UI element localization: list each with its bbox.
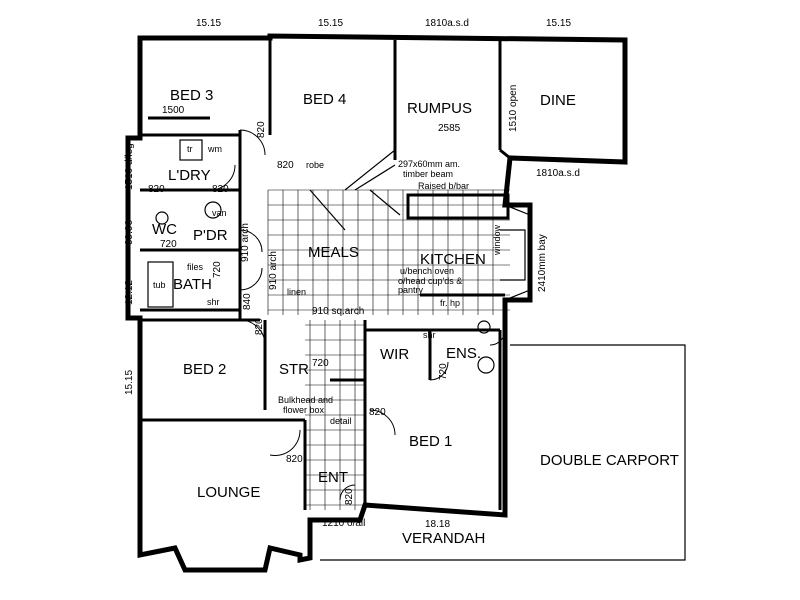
dim-720-b: 720 xyxy=(212,261,223,278)
room-label-bed3: BED 3 xyxy=(170,87,213,104)
room-label-bed2: BED 2 xyxy=(183,361,226,378)
dim-arch-910-sq: 910 sq.arch xyxy=(312,306,364,317)
bay-window xyxy=(500,204,531,301)
room-label-kitchen: KITCHEN xyxy=(420,251,486,268)
dim-left-4: 15.15 xyxy=(124,370,135,395)
dim-820-g: 820 xyxy=(286,454,303,465)
note-window: window xyxy=(492,224,502,256)
dim-arch-910: 910 arch xyxy=(240,223,251,262)
room-label-ens: ENS. xyxy=(446,345,481,362)
dim-top-4: 15.15 xyxy=(546,18,571,29)
dim-820-f: 820 xyxy=(369,407,386,418)
dim-left-3: 12.12 xyxy=(124,280,135,305)
room-label-carport: DOUBLE CARPORT xyxy=(540,452,679,469)
dim-left-1: 1510 d/leg xyxy=(124,143,135,190)
dim-2585: 2585 xyxy=(438,123,461,134)
dim-bottom-1: 18.18 xyxy=(425,519,450,530)
note-files: files xyxy=(187,262,204,272)
dim-820-c: 820 xyxy=(148,184,165,195)
interior-walls xyxy=(140,38,511,510)
room-label-bed1: BED 1 xyxy=(409,433,452,450)
room-label-wc: WC xyxy=(152,221,177,238)
dim-bay: 2410mm bay xyxy=(537,234,548,292)
room-label-dine: DINE xyxy=(540,92,576,109)
exterior-wall xyxy=(125,33,628,573)
room-label-pdr: P'DR xyxy=(193,227,228,244)
door-swings xyxy=(209,129,506,501)
note-robe: robe xyxy=(306,160,324,170)
room-label-meals: MEALS xyxy=(308,244,359,261)
fixtures xyxy=(147,139,495,374)
note-tr: tr xyxy=(187,144,193,154)
note-bulk-2: flower box xyxy=(283,405,325,415)
note-van: van xyxy=(212,208,227,218)
room-label-ldry: L'DRY xyxy=(168,167,211,184)
dim-open: 1510 open xyxy=(508,85,519,132)
note-shr-1: shr xyxy=(207,297,220,307)
dim-top-1: 15.15 xyxy=(196,18,221,29)
dim-top-2: 15.15 xyxy=(318,18,343,29)
note-shr-2: shr xyxy=(423,330,436,340)
note-bench-1: u/bench oven xyxy=(400,266,454,276)
dim-820-e: 820 xyxy=(254,318,265,335)
note-bulk-3: detail xyxy=(330,416,352,426)
stair-lines xyxy=(309,149,401,231)
note-raised: Raised b/bar xyxy=(418,181,469,191)
room-label-bath: BATH xyxy=(173,276,212,293)
note-beam-2: timber beam xyxy=(403,169,453,179)
note-pantry: pantry xyxy=(398,285,424,295)
room-label-bed4: BED 4 xyxy=(303,91,346,108)
dim-840: 840 xyxy=(242,293,253,310)
dim-1810-b: 1810a.s.d xyxy=(536,168,580,179)
note-tub: tub xyxy=(153,280,166,290)
kitchen-bench xyxy=(406,193,510,297)
dim-left-2: 09.06 xyxy=(124,220,135,245)
dim-820-h: 820 xyxy=(344,488,355,505)
note-bench-2: o/head cup'ds & xyxy=(398,276,462,286)
tile-grid xyxy=(267,189,510,510)
dim-720-d: 720 xyxy=(438,363,449,380)
room-label-ent: ENT xyxy=(318,469,348,486)
dim-arch-910-b: 910 arch xyxy=(268,251,279,290)
note-linen: linen xyxy=(287,287,306,297)
dim-820-d: 820 xyxy=(212,184,229,195)
room-label-lounge: LOUNGE xyxy=(197,484,260,501)
room-label-verandah: VERANDAH xyxy=(402,530,485,547)
note-wm: wm xyxy=(207,144,222,154)
dim-720-a: 720 xyxy=(160,239,177,250)
dim-top-3: 1810a.s.d xyxy=(425,18,469,29)
room-label-str: STR xyxy=(279,361,309,378)
dim-720-c: 720 xyxy=(312,358,329,369)
note-frhp: fr. hp xyxy=(440,298,460,308)
dim-820-a: 820 xyxy=(256,121,267,138)
dim-1500: 1500 xyxy=(162,105,185,116)
room-label-wir: WIR xyxy=(380,346,409,363)
room-label-rumpus: RUMPUS xyxy=(407,100,472,117)
dim-820-b: 820 xyxy=(277,160,294,171)
note-bulk-1: Bulkhead and xyxy=(278,395,333,405)
dim-bottom-2: 1210 o/all xyxy=(322,518,365,529)
note-beam-1: 297x60mm am. xyxy=(398,159,460,169)
carport-outline xyxy=(320,344,686,561)
